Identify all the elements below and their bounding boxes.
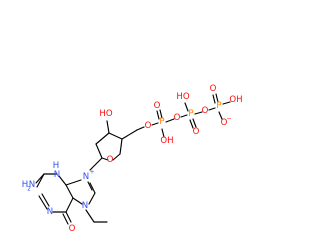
bond	[36, 173, 45, 188]
bond	[215, 93, 219, 103]
n1-label: N	[47, 207, 53, 217]
p1-oh-label: OH	[160, 136, 173, 146]
amino-h-label: H	[22, 180, 28, 190]
bond	[189, 119, 194, 129]
n9-charge: +	[89, 169, 94, 176]
n3-h-label: H	[53, 161, 59, 171]
n9-label: N	[83, 172, 89, 182]
bond	[159, 109, 163, 119]
bond	[119, 138, 123, 155]
p3-oxo-label: O	[210, 84, 217, 94]
ring-o-label: O	[107, 155, 114, 165]
bond	[106, 120, 110, 134]
bond	[222, 101, 231, 105]
bond	[62, 213, 69, 225]
bond	[38, 195, 48, 210]
bond	[208, 107, 216, 111]
bridge-o2-label: O	[202, 106, 209, 116]
bond	[212, 94, 216, 104]
bond	[165, 118, 175, 123]
bond	[58, 175, 67, 186]
hydroxyl-label: HO	[99, 109, 112, 119]
bond	[218, 111, 223, 120]
bond	[112, 153, 121, 161]
p3-o-minus-label: O	[221, 118, 228, 128]
amino-n-label: N	[29, 180, 35, 190]
n3-n-label: N	[54, 170, 60, 180]
bond	[184, 102, 189, 112]
molecule-structure: H N 2 H N N N + N O O HO O P O OH O P HO…	[22, 84, 243, 234]
bond	[72, 197, 83, 205]
bond	[41, 193, 50, 207]
bond	[65, 211, 72, 223]
bonds	[35, 93, 231, 225]
p2-oxo-label: O	[193, 127, 200, 137]
p3-label: P	[216, 101, 221, 111]
bond	[151, 122, 159, 126]
bond	[88, 192, 96, 205]
bond	[89, 182, 96, 194]
p2-label: P	[188, 109, 193, 119]
bond	[85, 209, 95, 223]
bond	[65, 179, 82, 186]
bond	[136, 126, 145, 131]
bond	[65, 197, 74, 213]
p3-o-charge: −	[226, 116, 231, 123]
atom-labels: H N 2 H N N N + N O O HO O P O OH O P HO…	[22, 84, 243, 234]
p2-oh-label: HO	[176, 92, 189, 102]
carbonyl-o-label: O	[69, 224, 76, 234]
p1-oxo-label: O	[154, 101, 161, 111]
amino-subscript: 2	[27, 186, 31, 193]
o5-label: O	[145, 121, 152, 131]
bond	[194, 111, 203, 115]
p1-label: P	[159, 117, 164, 127]
bond	[108, 132, 123, 140]
bond	[121, 129, 138, 140]
bond	[95, 143, 103, 159]
bond	[161, 128, 165, 138]
bond	[95, 132, 110, 145]
n7-label: N	[82, 201, 88, 211]
bond	[87, 181, 93, 191]
bond	[89, 157, 103, 171]
structure-svg: H N 2 H N N N + N O O HO O P O OH O P HO…	[22, 84, 243, 234]
bond	[180, 114, 188, 118]
bond	[65, 184, 74, 199]
bond	[101, 157, 109, 161]
bridge-o1-label: O	[174, 113, 181, 123]
bond	[156, 110, 160, 120]
bond	[192, 118, 197, 128]
p3-oh-label: OH	[229, 95, 242, 105]
